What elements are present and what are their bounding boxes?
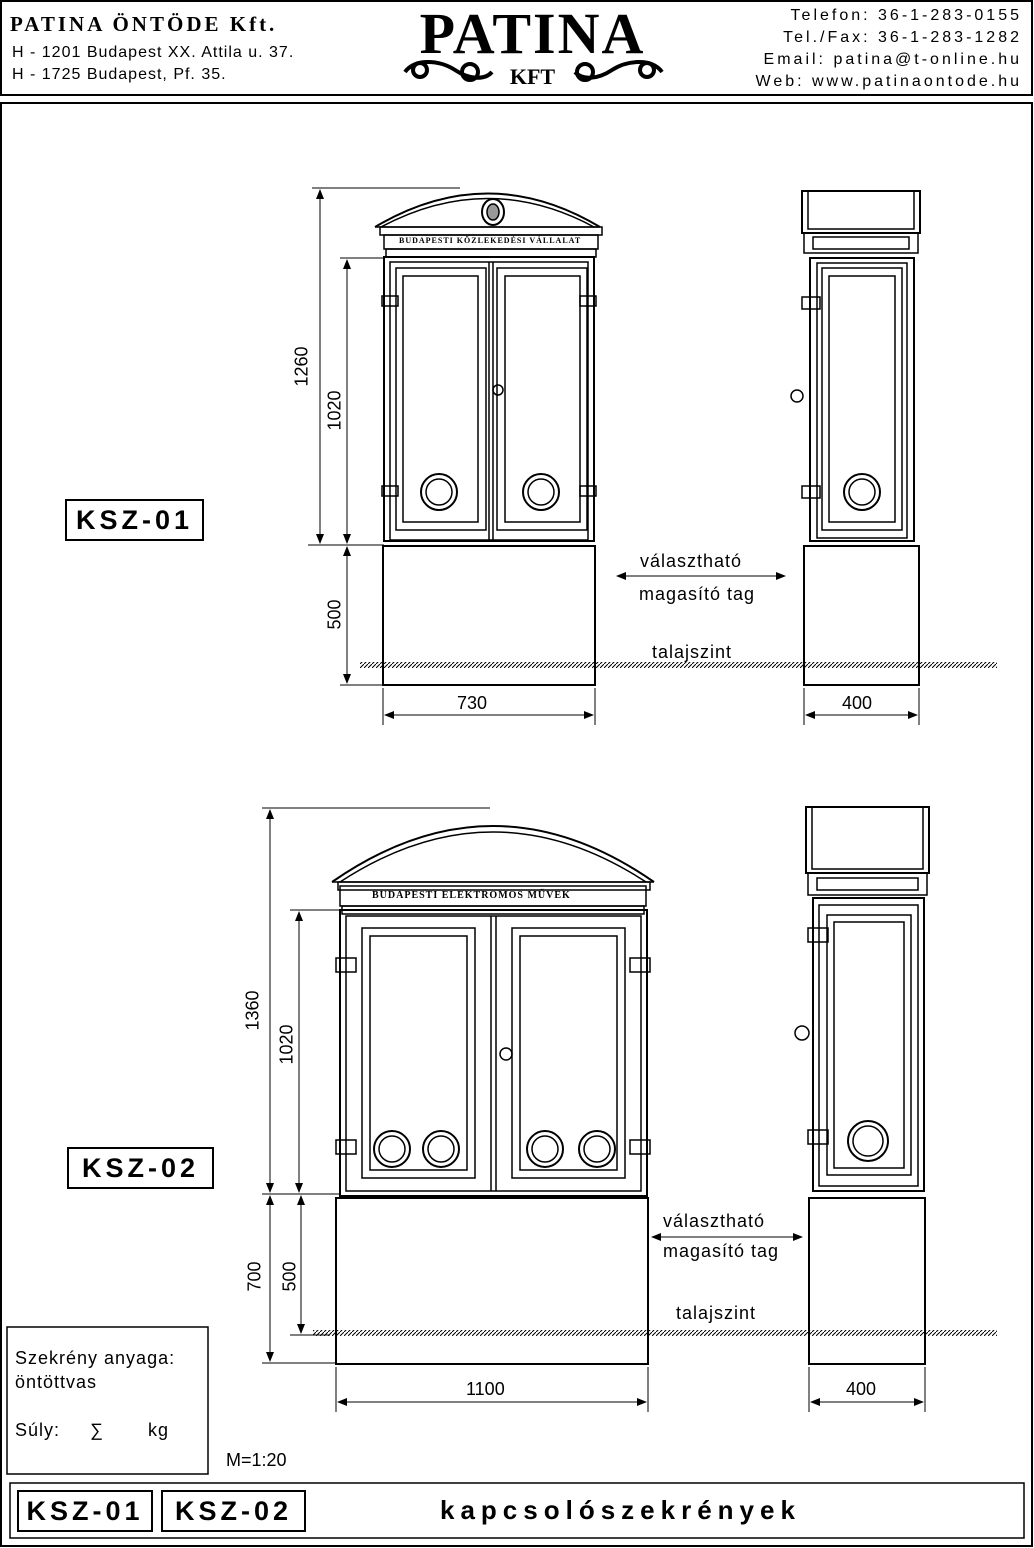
- ksz02-dim-width: 1100: [466, 1379, 505, 1399]
- ksz01-code-label: KSZ-01: [65, 499, 204, 541]
- ksz01-dim-depth: 400: [842, 693, 873, 713]
- contact-web: Web: www.patinaontode.hu: [755, 73, 1022, 90]
- ksz01-dim-base-height: 500: [324, 599, 345, 630]
- weight-unit: kg: [148, 1420, 170, 1440]
- material-label: Szekrény anyaga:: [15, 1348, 176, 1368]
- company-name: PATINA ÖNTÖDE Kft.: [10, 12, 278, 36]
- ksz02-name-plate: BUDAPESTI ELEKTROMOS MŰVEK: [372, 890, 571, 901]
- titleblock-code-1: KSZ-01: [17, 1490, 153, 1532]
- ksz01-note-riser: magasító tag: [639, 584, 756, 604]
- ksz02-dim-base-total: 700: [244, 1261, 265, 1292]
- weight-sum-symbol: ∑: [90, 1420, 104, 1440]
- ksz02-front-view: [331, 825, 655, 1365]
- title-block: [9, 1482, 1025, 1539]
- ksz01-name-plate: BUDAPESTI KÖZLEKEDÉSI VÁLLALAT: [399, 236, 582, 245]
- ksz02-ground-label: talajszint: [676, 1303, 757, 1323]
- ksz01-ground-label: talajszint: [652, 642, 733, 662]
- ksz02-side-view: [794, 806, 930, 1365]
- drawing-title: kapcsolószekrények: [440, 1495, 801, 1525]
- material-value: öntöttvas: [15, 1372, 98, 1392]
- header-frame: [0, 0, 1033, 96]
- ksz02-note-optional: választható: [663, 1211, 766, 1231]
- address-line-2: H - 1725 Budapest, Pf. 35.: [12, 66, 227, 83]
- ksz01-note-optional: választható: [640, 551, 743, 571]
- contact-phone: Telefon: 36-1-283-0155: [790, 7, 1022, 24]
- titleblock-code-2: KSZ-02: [161, 1490, 306, 1532]
- ksz01-dim-width: 730: [457, 693, 488, 713]
- ksz01-side-view: [790, 190, 921, 686]
- ksz02-dim-depth: 400: [846, 1379, 877, 1399]
- drawing-frame: [0, 102, 1033, 1547]
- ksz01-dim-total-height: 1260: [291, 346, 312, 387]
- ksz02-dimensions: [262, 807, 926, 1412]
- brand-logo-sub: KFT: [509, 64, 556, 89]
- brand-logo-text: PATINA: [419, 1, 646, 66]
- ksz02-dim-base-height: 500: [279, 1261, 300, 1292]
- ksz02-note-riser: magasító tag: [663, 1241, 780, 1261]
- ksz02-dim-cabinet-height: 1020: [276, 1024, 297, 1065]
- ksz01-dimensions: [308, 187, 920, 725]
- logo-scroll-ornament: [403, 60, 664, 82]
- ksz02-code-label: KSZ-02: [67, 1147, 214, 1189]
- ksz02-ground-hatch: [313, 1330, 997, 1336]
- scale-label: M=1:20: [226, 1450, 287, 1470]
- ksz01-dim-cabinet-height: 1020: [324, 390, 345, 431]
- ksz02-dim-total-height: 1360: [242, 990, 263, 1031]
- ksz01-front-view: [374, 192, 603, 686]
- weight-label: Súly:: [15, 1420, 61, 1440]
- material-info-box: [6, 1326, 209, 1475]
- contact-fax: Tel./Fax: 36-1-283-1282: [783, 29, 1022, 46]
- ksz01-ground-hatch: [360, 662, 997, 668]
- address-line-1: H - 1201 Budapest XX. Attila u. 37.: [12, 44, 295, 61]
- contact-email: Email: patina@t-online.hu: [763, 51, 1022, 68]
